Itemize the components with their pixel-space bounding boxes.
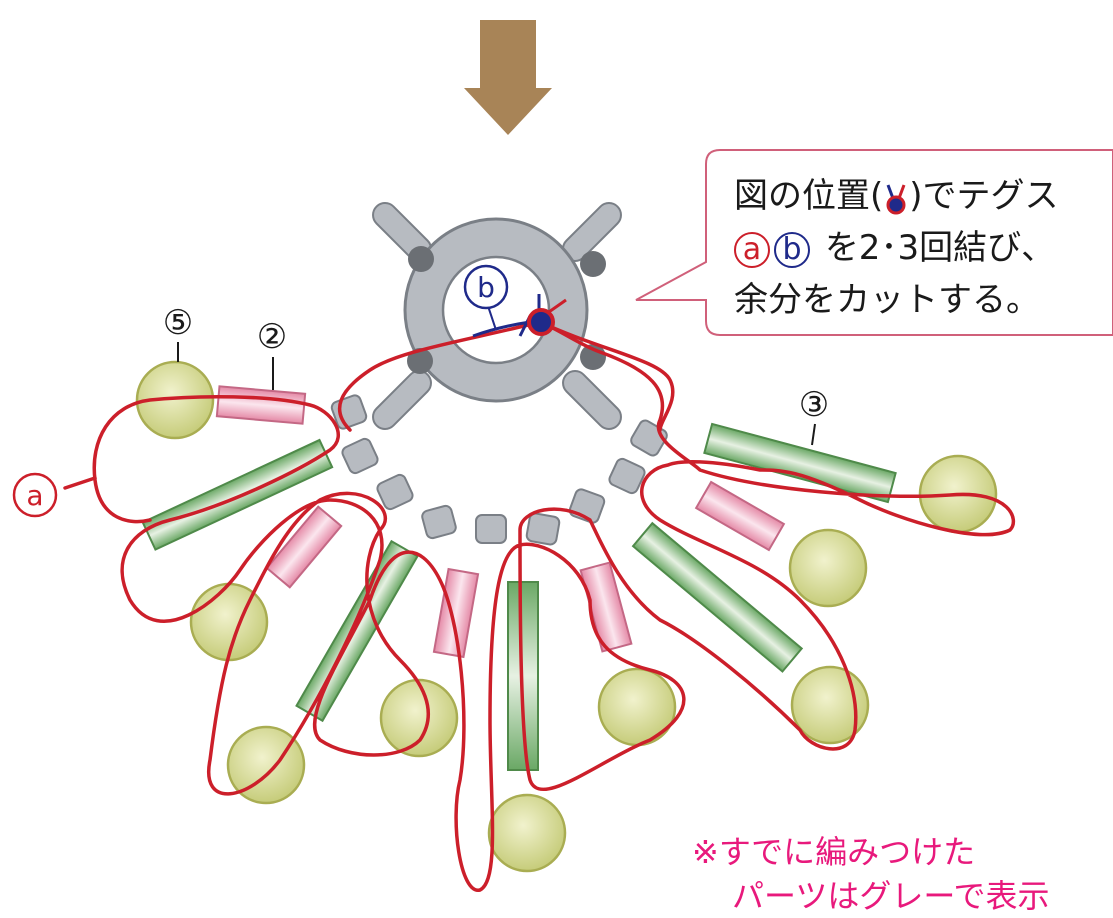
gray-parts-note: ※すでに編みつけた パーツはグレーで表示 bbox=[692, 830, 1049, 918]
bead bbox=[597, 667, 677, 747]
callout-bubble bbox=[635, 149, 1113, 336]
tube bbox=[579, 561, 633, 653]
down-arrow-icon bbox=[464, 20, 552, 135]
bead bbox=[379, 678, 459, 758]
bead bbox=[487, 793, 567, 873]
knot-marker bbox=[472, 294, 567, 338]
tube bbox=[265, 505, 343, 589]
tube bbox=[507, 581, 539, 771]
bead bbox=[790, 665, 870, 745]
tube bbox=[215, 385, 307, 425]
bead bbox=[135, 360, 215, 440]
note-line-1: ※すでに編みつけた bbox=[692, 833, 976, 871]
thread-a-label: a bbox=[12, 472, 58, 518]
leader-lines bbox=[177, 342, 816, 446]
bead bbox=[788, 528, 868, 608]
thread-b-label: b bbox=[463, 264, 509, 310]
part-labels: ⑤ ② ③ bbox=[163, 303, 829, 425]
svg-text:b: b bbox=[477, 271, 495, 304]
thread-a-path bbox=[63, 320, 1016, 892]
tube bbox=[703, 422, 897, 504]
thread-a-badge: a bbox=[734, 231, 770, 268]
callout-line1-suffix: )でテグス bbox=[909, 176, 1059, 216]
callout-line-3: 余分をカットする。 bbox=[734, 280, 1040, 320]
callout-line-1: 図の位置( )でテグス bbox=[734, 170, 1113, 222]
label-part-3: ③ bbox=[799, 385, 829, 425]
finished-ring-part bbox=[372, 202, 622, 430]
callout-line1-prefix: 図の位置( bbox=[734, 176, 884, 216]
note-line-2: パーツはグレーで表示 bbox=[732, 877, 1050, 915]
thread-b-badge: b bbox=[774, 231, 810, 268]
knot-icon bbox=[886, 183, 906, 214]
svg-text:a: a bbox=[26, 479, 43, 512]
bead bbox=[226, 725, 306, 805]
callout-line2-rest: を2･3回結び、 bbox=[824, 228, 1056, 268]
round-beads bbox=[135, 360, 998, 873]
green-bugle-beads bbox=[141, 422, 897, 771]
tube bbox=[631, 521, 804, 673]
label-part-2: ② bbox=[257, 317, 287, 357]
tube bbox=[694, 480, 786, 552]
label-part-5: ⑤ bbox=[163, 303, 193, 343]
